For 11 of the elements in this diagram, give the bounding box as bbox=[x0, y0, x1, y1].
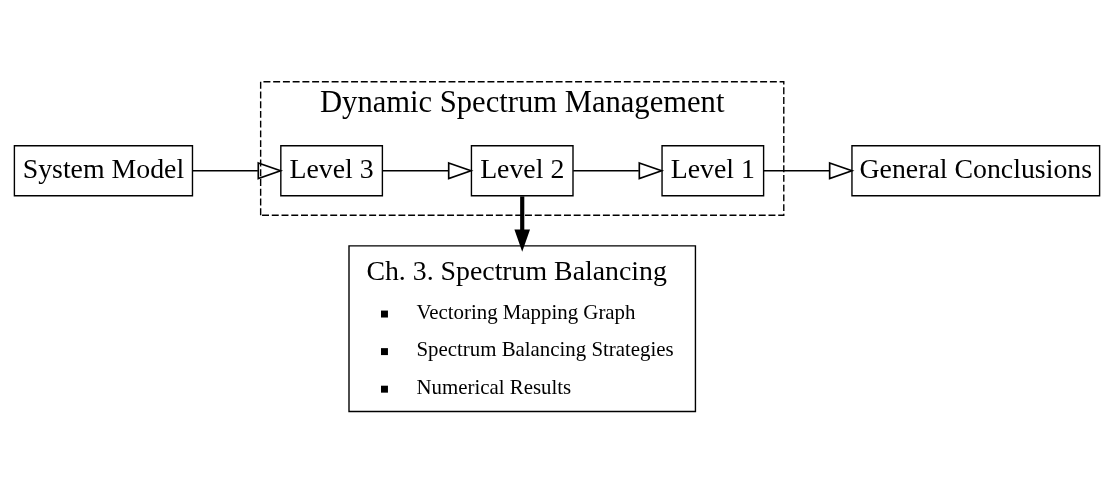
arrow bbox=[191, 161, 284, 180]
node-box: Ch. 3. Spectrum Balancing Vectoring Mapping Graph Spectrum Balancing Strategies Numerical Results bbox=[348, 245, 697, 413]
node-box: General Conclusions bbox=[851, 145, 1101, 197]
node-box: System Model bbox=[13, 145, 194, 197]
arrow bbox=[572, 161, 665, 180]
arrow bbox=[381, 161, 474, 180]
arrow bbox=[514, 196, 531, 252]
node-box: Level 1 bbox=[661, 145, 765, 197]
arrow bbox=[762, 161, 855, 180]
node-box: Level 2 bbox=[470, 145, 574, 197]
node-box: Level 3 bbox=[280, 145, 384, 197]
